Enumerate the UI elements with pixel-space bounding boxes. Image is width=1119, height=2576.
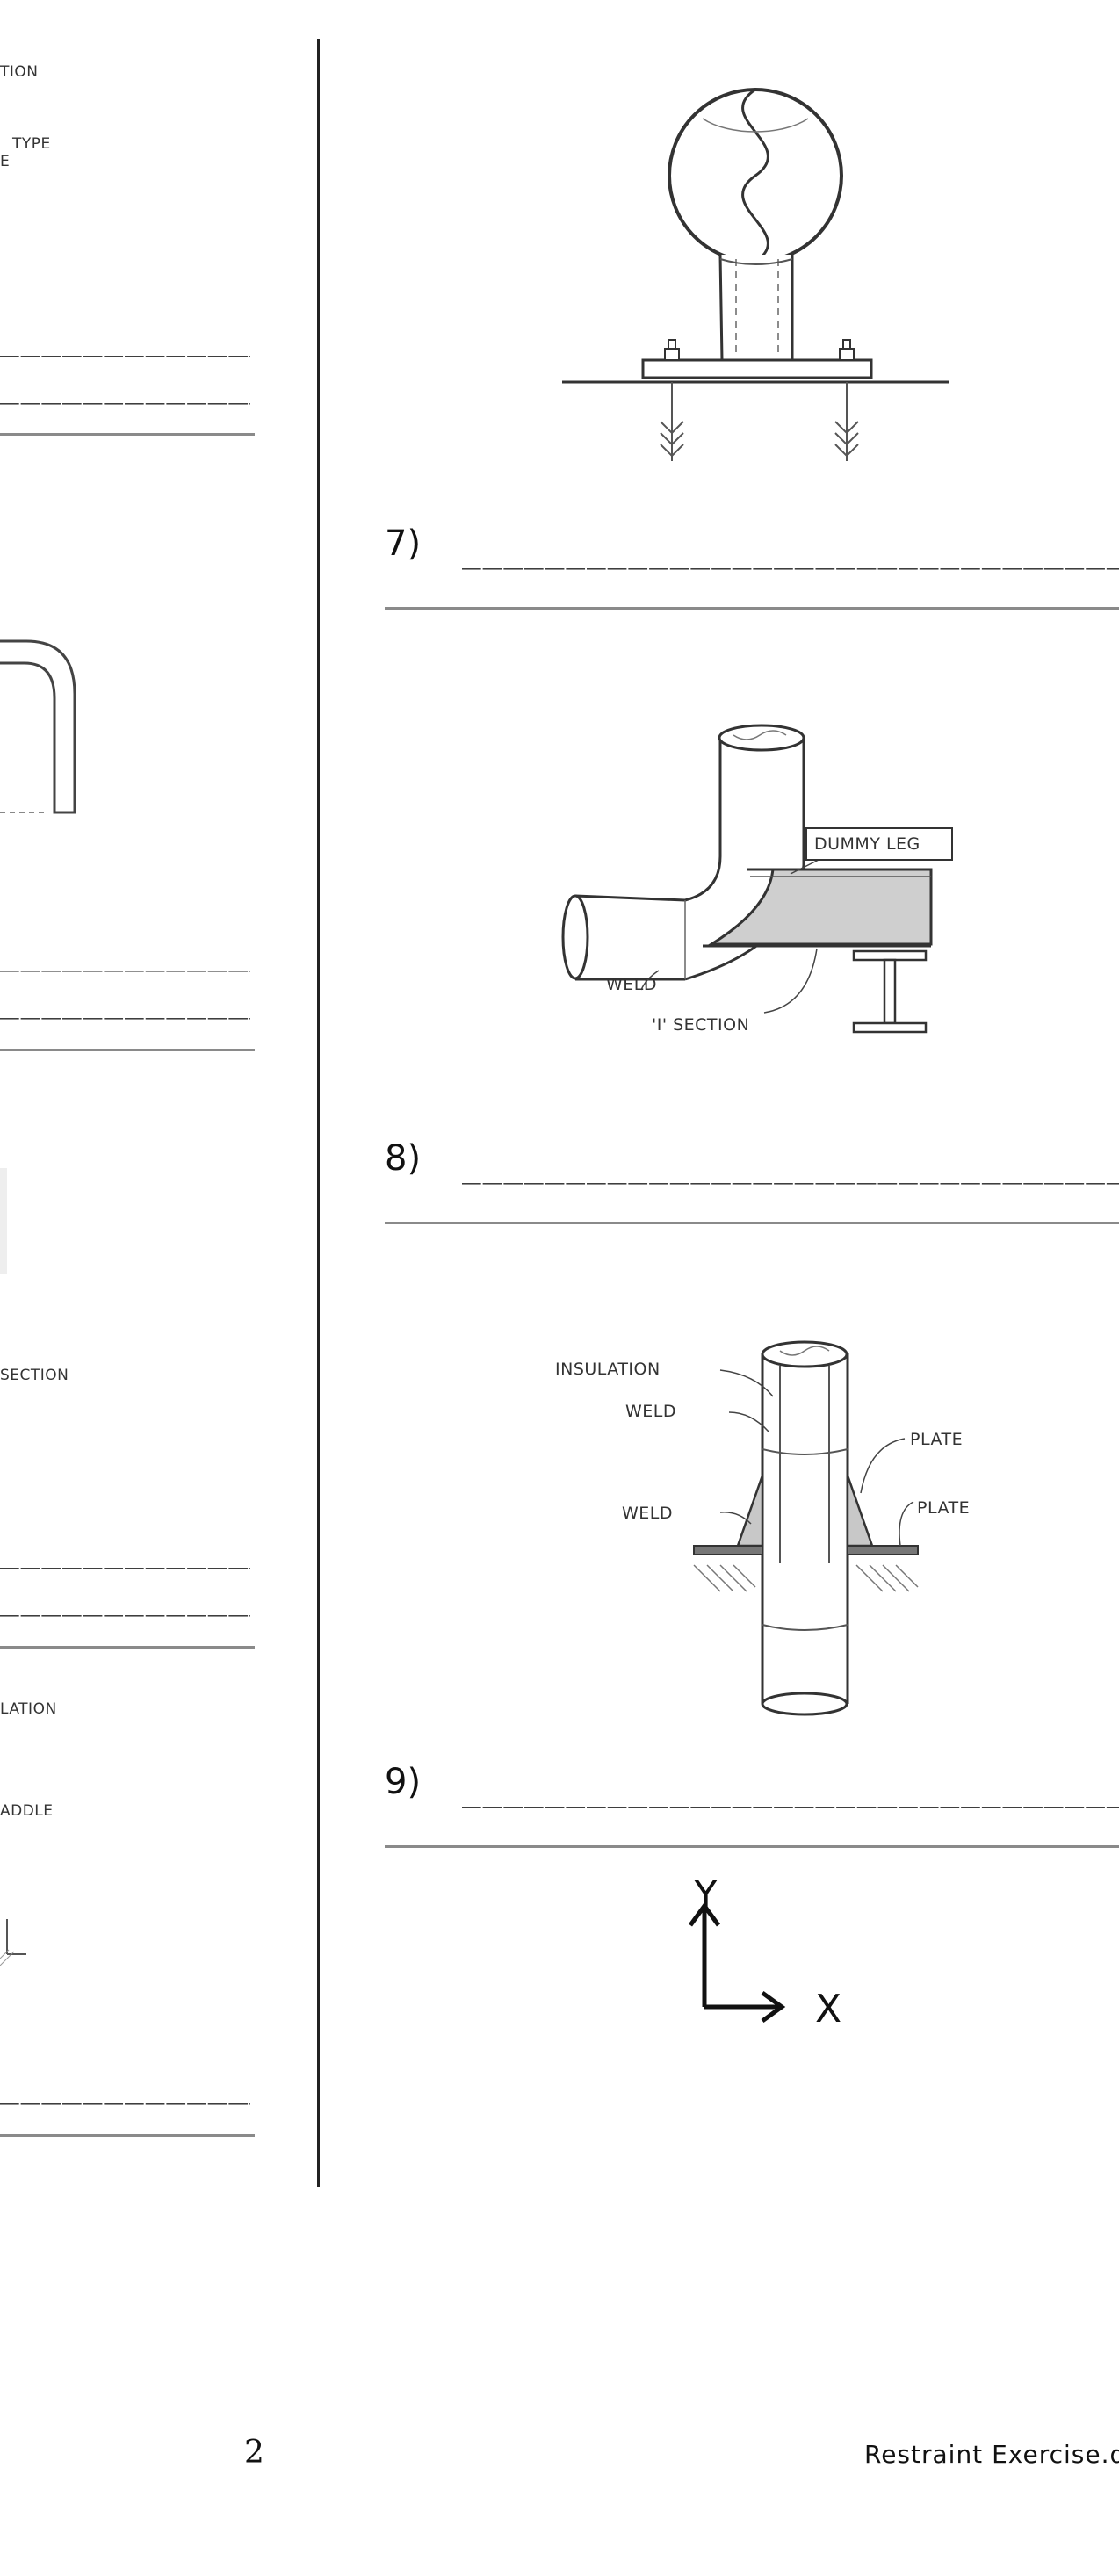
left-label-insulation: LATION [0, 1700, 57, 1718]
left-rule-2 [0, 1049, 255, 1051]
figure-9-label-plate-upper: PLATE [910, 1430, 964, 1449]
figure-9-label-plate-lower: PLATE [917, 1498, 971, 1518]
left-answer-blank-4[interactable]: ______________ [0, 2069, 250, 2105]
axis-label-x: X [815, 1987, 842, 2031]
xy-axes-indicator [688, 1901, 786, 2024]
right-rule-8 [385, 1222, 1119, 1224]
column-divider [317, 39, 320, 2187]
left-rule-3 [0, 1646, 255, 1649]
faint-drawing-fragment [0, 1168, 7, 1274]
figure-8-label-dummy-leg: DUMMY LEG [814, 834, 920, 854]
saddle-drawing-partial [0, 1919, 26, 1966]
figure-7-sphere-anchor [562, 88, 949, 461]
question-7-number: 7) [385, 523, 422, 564]
figure-8-label-i-section: 'I' SECTION [652, 1015, 750, 1035]
figure-9-floor-penetration [693, 1340, 919, 1716]
question-8-answer-blank[interactable]: ________________________________ [462, 1149, 1119, 1185]
page-number: 2 [244, 2435, 264, 2471]
figure-9-label-weld-upper: WELD [625, 1402, 677, 1421]
left-answer-blank-3a[interactable]: ______________ [0, 1533, 250, 1569]
question-7-answer-blank[interactable]: ________________________________ [462, 534, 1119, 570]
left-answer-blank-3b[interactable]: ______________ [0, 1581, 250, 1617]
right-rule-7 [385, 607, 1119, 610]
figure-9-label-weld-lower: WELD [622, 1504, 674, 1523]
left-label-1: TION [0, 63, 39, 81]
left-rule-1 [0, 433, 255, 436]
right-rule-9 [385, 1845, 1119, 1848]
left-answer-blank-2a[interactable]: ______________ [0, 936, 250, 972]
left-rule-4 [0, 2134, 255, 2137]
footer-filename: Restraint Exercise.d [864, 2440, 1119, 2469]
left-label-3: E [0, 153, 11, 170]
figure-8-label-weld: WELD [606, 975, 658, 994]
figure-9-label-insulation: INSULATION [555, 1360, 661, 1379]
left-label-section: SECTION [0, 1367, 69, 1384]
left-answer-blank-1b[interactable]: ______________ [0, 369, 250, 405]
u-bolt-drawing-partial [0, 639, 76, 814]
left-answer-blank-2b[interactable]: ______________ [0, 984, 250, 1020]
question-9-answer-blank[interactable]: ________________________________ [462, 1772, 1119, 1808]
figure-8-dummy-leg [561, 724, 953, 1034]
axis-label-y: Y [694, 1872, 718, 1917]
question-8-number: 8) [385, 1138, 422, 1179]
question-9-number: 9) [385, 1762, 422, 1802]
left-label-saddle: ADDLE [0, 1802, 54, 1820]
left-label-2: TYPE [12, 135, 51, 153]
left-answer-blank-1a[interactable]: ______________ [0, 321, 250, 357]
